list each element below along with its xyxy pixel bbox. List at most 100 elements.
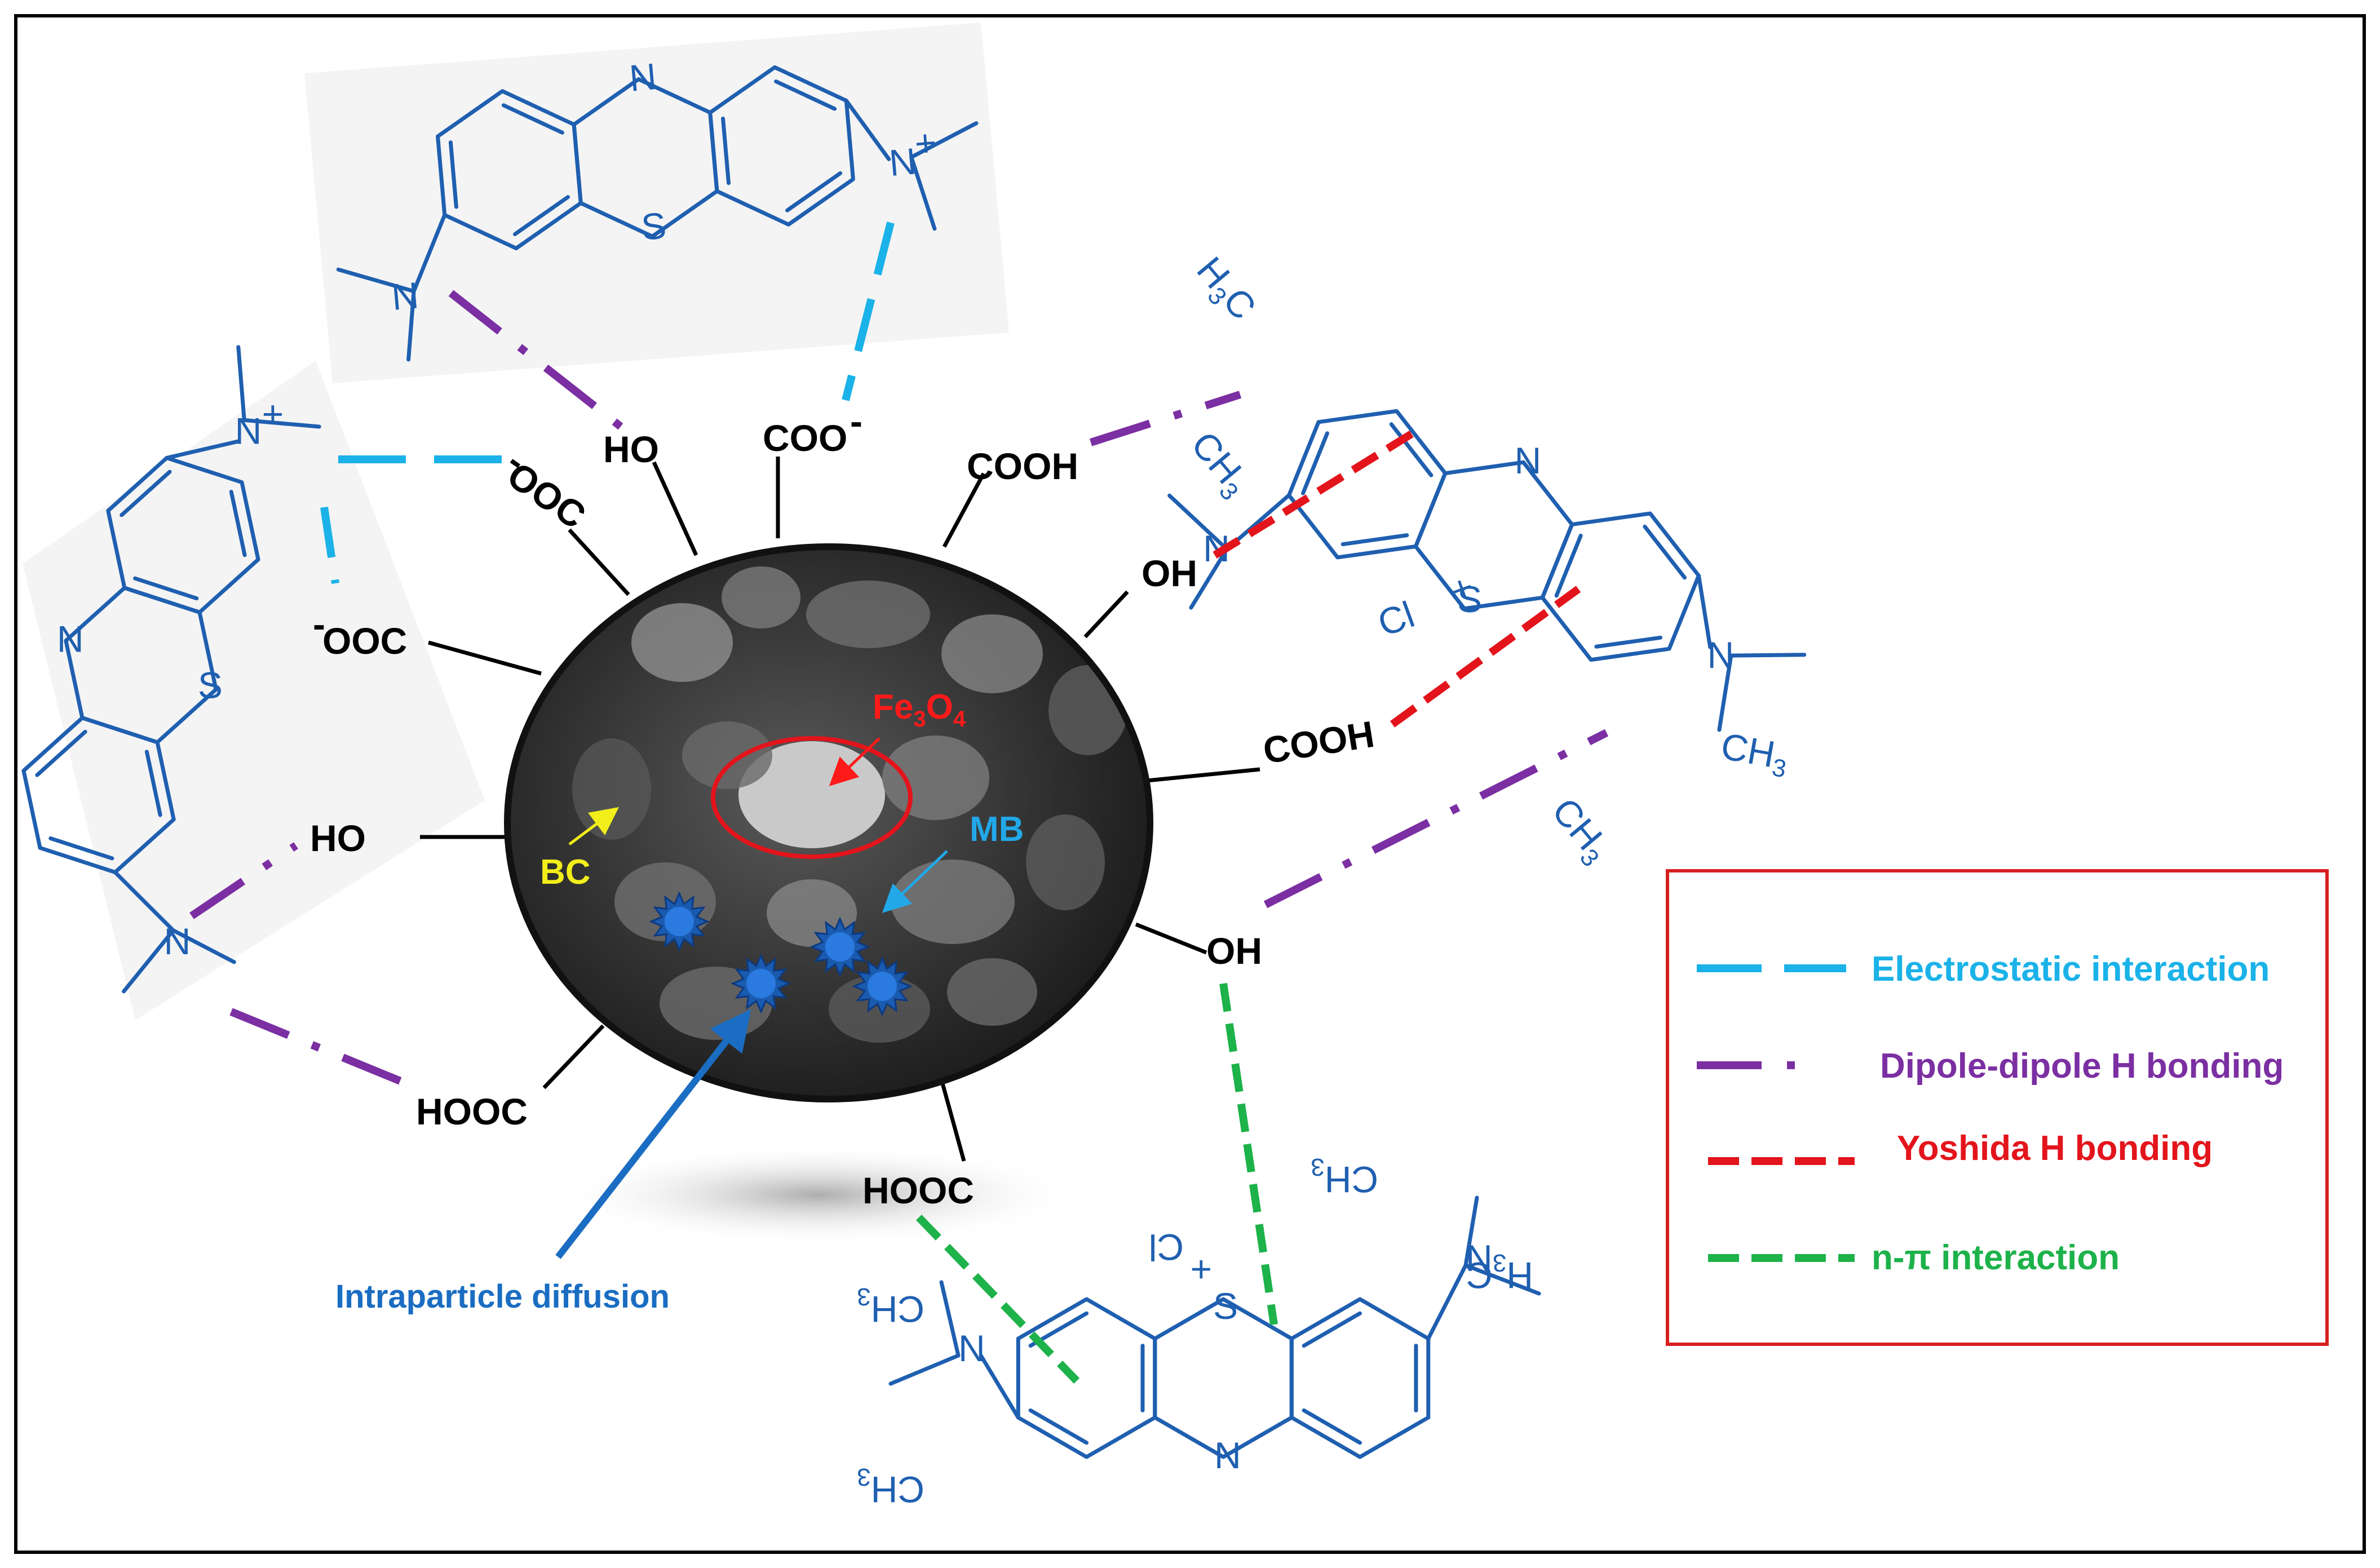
substituent-bond [1717,653,1733,732]
substituent-bond [1696,573,1713,649]
substituent-bond [979,1353,1020,1420]
intraparticle-label: Intraparticle diffusion [335,1278,670,1315]
methylene-blue-top: N S N N + [336,55,979,362]
legend-item-n-pi: n-π interaction [1708,1238,2120,1277]
svg-text:Cl: Cl [1149,1226,1184,1268]
double-bond [1302,1408,1362,1445]
mol-right-ch3-a: CH3 [1717,725,1792,783]
mol-bottom-n-ring: N [1214,1434,1241,1476]
svg-text:CH3: CH3 [1311,1153,1378,1201]
methylene-blue-left: N S N N + [21,345,321,994]
mol-bottom-ch3-left-bottom: CH3 [857,1463,924,1511]
particle-shadow [552,1144,1082,1246]
molecule-panel-left [23,361,485,1020]
substituent-bond [1426,1263,1468,1341]
group-oh-right: OH [1142,552,1197,594]
svg-text:OOC: OOC [322,620,407,662]
substituent-bond [336,267,416,294]
svg-text:H3C: H3C [1466,1249,1533,1296]
double-bond [144,750,162,817]
mol-bottom-s-ring: S [1213,1285,1238,1327]
electrostatic-lines [320,222,895,584]
substituent-bond [1463,1263,1541,1296]
substituent-bond [939,1280,961,1358]
group-cooh-top: COOH [967,445,1078,487]
mol-left-n-ring: N [57,618,84,660]
mol-right-n-ring: N [1514,440,1541,481]
particle-texture [572,566,1127,1043]
mol-left-n-bottom: N [164,920,191,962]
svg-text:+: + [1190,1249,1212,1291]
double-bond [1594,635,1663,649]
bc-arrow [568,807,619,845]
mol-top-n-plus: N + [887,121,938,184]
double-bond [448,140,458,209]
svg-text:Dipole-dipole H bonding: Dipole-dipole H bonding [1880,1047,2284,1086]
substituent-bond [1729,653,1807,658]
double-bond [1300,431,1329,495]
mol-left-n-plus: N + [235,393,284,451]
double-bond [229,490,247,557]
mol-bottom-n-b: N [958,1327,985,1369]
mb-marker-3 [852,956,913,1017]
substituent-bond [406,289,416,362]
svg-text:CH3: CH3 [1717,725,1792,783]
fe3o4-ring [711,736,913,859]
legend: Electrostatic interaction Dipole-dipole … [1666,869,2329,1346]
svg-text:+: + [262,393,284,435]
legend-item-electrostatic: Electrostatic interaction [1697,950,2270,989]
substituent-bond [242,418,321,429]
double-bond [35,729,87,777]
molecule-panel-top [304,23,1009,383]
mol-bottom-n-a: N [1466,1237,1493,1279]
group-coo-top: COO - [763,400,862,459]
substituent-bond [1189,547,1229,610]
mol-bottom-ch3-left-top: CH3 [857,1283,924,1330]
substituent-bond [171,928,236,964]
fe3o4-arrow [829,737,881,786]
svg-text:CH3: CH3 [857,1283,924,1330]
substituent-bond [1167,493,1229,551]
group-hooc-lower-left: HOOC [416,1091,528,1132]
mol-right-s-ring: S [1457,578,1482,620]
mb-marker-2 [809,916,870,977]
substituent-bond [412,212,447,294]
svg-text:+: + [913,121,938,165]
svg-text:-: - [850,400,862,442]
dipole-lines [189,290,1609,1086]
group-ooc-left: - OOC [313,603,407,662]
double-bond [512,195,570,236]
double-bond [1341,533,1409,547]
svg-text:COO: COO [763,417,847,459]
double-bond [501,103,564,135]
double-bond [48,836,114,861]
svg-text:N: N [887,140,918,184]
double-bond [785,171,843,212]
n-pi-lines [915,982,1278,1384]
double-bond [1643,524,1687,580]
mb-marker-1 [731,953,791,1014]
double-bond [120,469,172,517]
mol-right-n-b: N [1707,634,1735,676]
legend-item-dipole: Dipole-dipole H bonding [1697,1047,2284,1086]
mol-bottom-cl: Cl + [1149,1226,1212,1291]
double-bond [721,116,731,185]
svg-text:Electrostatic interaction: Electrostatic interaction [1872,950,2270,989]
svg-text:CH3: CH3 [857,1463,924,1511]
bc-label: BC [540,853,591,892]
methylene-blue-right: N S N N [1167,409,1807,732]
intraparticle-arrow [555,1009,751,1259]
mb-molecule-markers [649,891,913,1017]
group-hooc-bottom: HOOC [862,1170,974,1211]
legend-box [1666,869,2329,1346]
mb-arrow [882,850,948,913]
svg-text:n-π interaction: n-π interaction [1872,1238,2120,1277]
substituent-bond [113,870,175,933]
substituent-bond [888,1353,961,1386]
group-oh-lower-right: OH [1206,930,1262,972]
fe3o4-label: Fe3O4 [873,688,966,732]
substituent-bond [122,928,175,994]
double-bond [774,79,837,111]
mol-bottom-ch3-top-right: CH3 [1311,1153,1378,1201]
